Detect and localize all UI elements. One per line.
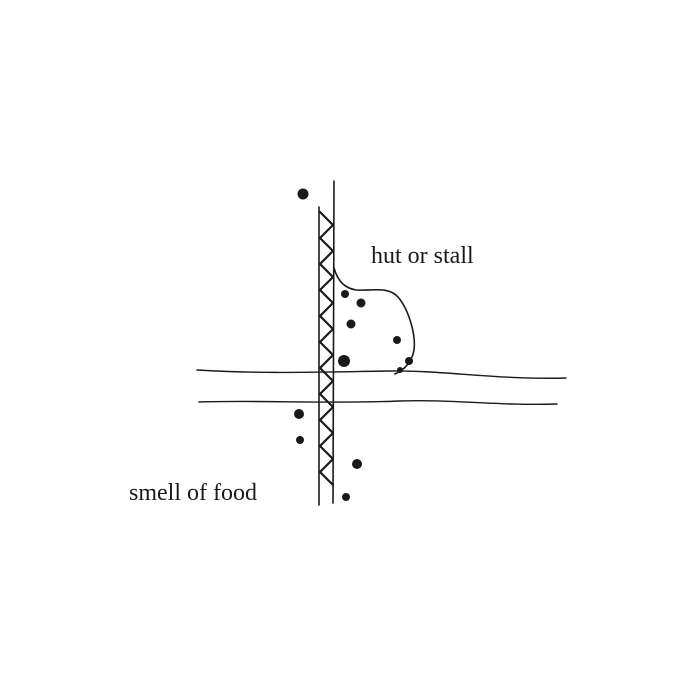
dot <box>352 459 362 469</box>
dot <box>405 357 413 365</box>
dot <box>397 367 403 373</box>
wall-hatching <box>318 210 335 487</box>
dot <box>294 409 304 419</box>
smell-of-food-label: smell of food <box>129 480 257 506</box>
dot <box>342 493 350 501</box>
activity-dots <box>294 188 413 501</box>
dot <box>341 290 349 298</box>
dot <box>297 188 309 200</box>
path-edge-upper <box>196 369 567 379</box>
wall-line-right <box>332 180 335 504</box>
hut-or-stall-label: hut or stall <box>371 243 474 269</box>
dot <box>296 436 304 444</box>
path-edge-lower <box>198 399 558 406</box>
dot <box>393 336 401 344</box>
dot <box>338 355 350 367</box>
dot <box>346 319 356 329</box>
dot <box>356 298 366 308</box>
